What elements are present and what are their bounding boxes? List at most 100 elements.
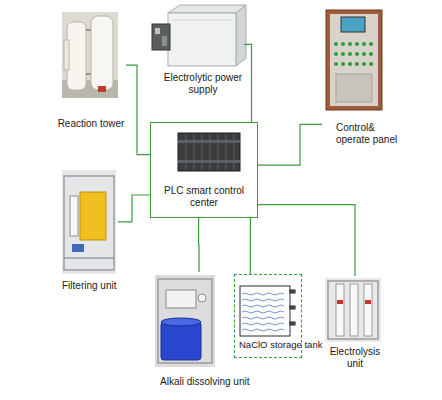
alkali-unit-photo-part [198, 294, 206, 302]
plc-photo-part [202, 134, 203, 170]
filtering-unit-photo-part [80, 192, 106, 240]
control-panel-photo-part [330, 14, 378, 106]
control-panel-photo-part [369, 42, 373, 46]
plc-photo-part [178, 133, 240, 171]
storage-tank-drawing-part [240, 286, 290, 336]
connector-line [198, 218, 200, 272]
node-label: NaClO storage tank [239, 339, 322, 351]
photo-node: Alkali dissolving unit [152, 272, 264, 394]
power-supply-photo-part [168, 5, 246, 13]
control-panel-photo-part [334, 62, 338, 66]
electrolysis-unit-photo-part [350, 284, 358, 336]
plc-photo-part [194, 134, 195, 170]
node-label: Reaction tower [56, 118, 126, 130]
power-supply-photo-part [155, 28, 160, 34]
control-panel-photo-part [334, 42, 373, 66]
storage-tank-drawing-part [290, 290, 295, 293]
node-label: Filtering unit [62, 280, 116, 292]
reaction-tower-photo-part [64, 40, 69, 70]
electrolysis-unit-photo-part [365, 300, 371, 304]
control-panel-photo-part [355, 62, 359, 66]
filtering-unit-photo-part [62, 170, 116, 274]
plc-photo-part [178, 140, 240, 143]
reaction-tower-photo [62, 12, 118, 98]
plc-photo-part [186, 134, 234, 170]
control-panel-photo-part [326, 10, 382, 110]
electrolysis-unit-photo-part [336, 284, 344, 336]
control-panel-photo-part [355, 52, 359, 56]
alkali-unit-photo-part [161, 318, 201, 326]
node-label: Electrolytic power supply [148, 72, 258, 96]
reaction-tower-photo-part [86, 73, 91, 75]
storage-tank-drawing-part [242, 293, 284, 331]
node-label: Electrolysis unit [322, 346, 388, 370]
alkali-unit-photo-part [166, 290, 196, 308]
reaction-tower-photo-part [62, 12, 118, 98]
alkali-unit-photo-part [155, 275, 215, 367]
control-panel-photo-part [334, 42, 338, 46]
storage-tank-drawing-part [242, 293, 284, 295]
electrolysis-unit-photo-part [364, 284, 372, 336]
control-panel-photo-part [362, 52, 366, 56]
filtering-unit-photo [62, 170, 116, 274]
power-supply-photo [152, 5, 246, 66]
plc-photo-part [210, 134, 211, 170]
node-label: PLC smart control center [151, 185, 257, 209]
alkali-unit-photo-part [158, 279, 212, 363]
connector-line [118, 195, 150, 222]
photo-node: Electrolytic power supply [148, 4, 244, 98]
power-supply-photo-part [152, 24, 170, 50]
power-supply-photo-part [168, 13, 236, 66]
connector-line [250, 218, 251, 274]
storage-tank-drawing-part [242, 305, 284, 307]
control-panel-photo-part [348, 52, 352, 56]
control-panel-photo-part [341, 62, 345, 66]
connector-line [126, 65, 150, 154]
filtering-unit-photo-part [64, 176, 114, 270]
node-label: Control& operate panel [336, 122, 406, 146]
control-panel-photo-part [336, 74, 372, 102]
storage-tank-drawing-part [242, 329, 284, 331]
control-panel-photo-part [341, 17, 365, 32]
control-panel-photo [326, 10, 382, 110]
storage-tank-drawing-part [242, 317, 284, 319]
storage-tank-drawing-part [290, 322, 295, 325]
filtering-unit-photo-part [64, 257, 114, 259]
electrolysis-unit-photo-part [337, 300, 343, 304]
photo-node: Reaction tower [56, 10, 126, 148]
photo-node: Filtering unit [58, 168, 118, 296]
storage-tank-drawing-part [242, 323, 284, 325]
electrolysis-unit-photo-part [325, 278, 381, 342]
node-label: Alkali dissolving unit [160, 376, 250, 388]
control-panel-photo-part [348, 62, 352, 66]
storage-tank-drawing-part [242, 299, 284, 301]
control-panel-photo-part [348, 42, 352, 46]
plc-photo [178, 133, 240, 171]
plc-photo-part [218, 134, 219, 170]
control-panel-photo-part [341, 42, 345, 46]
storage-tank-drawing-part [290, 290, 295, 325]
plc-photo-part [226, 134, 227, 170]
filtering-unit-photo-part [72, 244, 84, 252]
photo-node: Control& operate panel [322, 8, 404, 150]
control-panel-photo-part [341, 52, 345, 56]
storage-tank-drawing-part [242, 311, 284, 313]
power-supply-photo-part [162, 36, 167, 46]
electrolysis-unit-photo [325, 278, 381, 342]
control-center-box: PLC smart control center [150, 122, 258, 218]
control-panel-photo-part [369, 62, 373, 66]
reaction-tower-photo-part [91, 16, 113, 90]
alkali-unit-photo-part [161, 322, 201, 360]
storage-tank-drawing-part [290, 306, 295, 309]
reaction-tower-photo-part [98, 86, 106, 92]
control-panel-photo-part [362, 62, 366, 66]
alkali-unit-photo [155, 275, 215, 367]
control-panel-photo-part [355, 42, 359, 46]
connector-line [244, 44, 252, 122]
connector-line [258, 205, 355, 276]
electrolysis-unit-photo-part [328, 281, 378, 339]
storage-tank-drawing [240, 286, 295, 336]
